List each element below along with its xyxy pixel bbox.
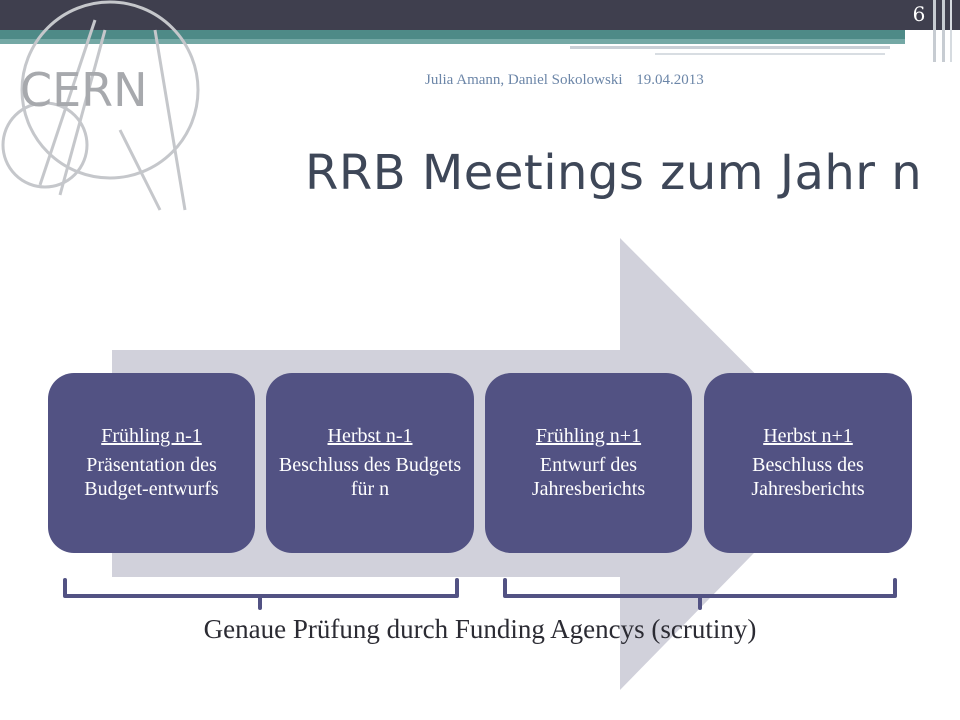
bracket-left (63, 578, 459, 610)
step-body: Beschluss des Budgets für n (278, 454, 462, 500)
step-box: Herbst n-1 Beschluss des Budgets für n (266, 373, 474, 553)
step-heading: Herbst n+1 (763, 425, 853, 448)
step-box: Herbst n+1 Beschluss des Jahresberichts (704, 373, 912, 553)
decor-vertical-line (933, 0, 936, 62)
header-meta: Julia Amann, Daniel Sokolowski 19.04.201… (425, 72, 714, 89)
step-box: Frühling n-1 Präsentation des Budget-ent… (48, 373, 255, 553)
page-title: RRB Meetings zum Jahr n (305, 145, 923, 201)
step-body: Beschluss des Jahresberichts (751, 454, 865, 500)
decor-vertical-line (942, 0, 945, 62)
bracket-right (503, 578, 897, 610)
step-heading: Herbst n-1 (327, 425, 413, 448)
caption: Genaue Prüfung durch Funding Agencys (sc… (203, 614, 757, 644)
logo-text: CERN (20, 63, 148, 117)
step-box: Frühling n+1 Entwurf des Jahresberichts (485, 373, 692, 553)
authors-label: Julia Amann, Daniel Sokolowski (425, 72, 623, 88)
decor-line (570, 46, 890, 49)
accent-bar (0, 30, 905, 39)
step-heading: Frühling n+1 (535, 425, 642, 448)
step-body: Präsentation des Budget-entwurfs (84, 454, 219, 500)
step-heading: Frühling n-1 (101, 425, 202, 448)
step-body: Entwurf des Jahresberichts (531, 454, 646, 500)
arrow-shape (112, 238, 843, 690)
page-number: 6 (912, 2, 926, 26)
accent-bar-light (0, 39, 905, 44)
decor-vertical-line (950, 0, 952, 62)
cern-logo: CERN (1, 0, 200, 211)
date-label: 19.04.2013 (636, 72, 704, 88)
top-bar (0, 0, 960, 30)
decor-line (655, 53, 885, 55)
